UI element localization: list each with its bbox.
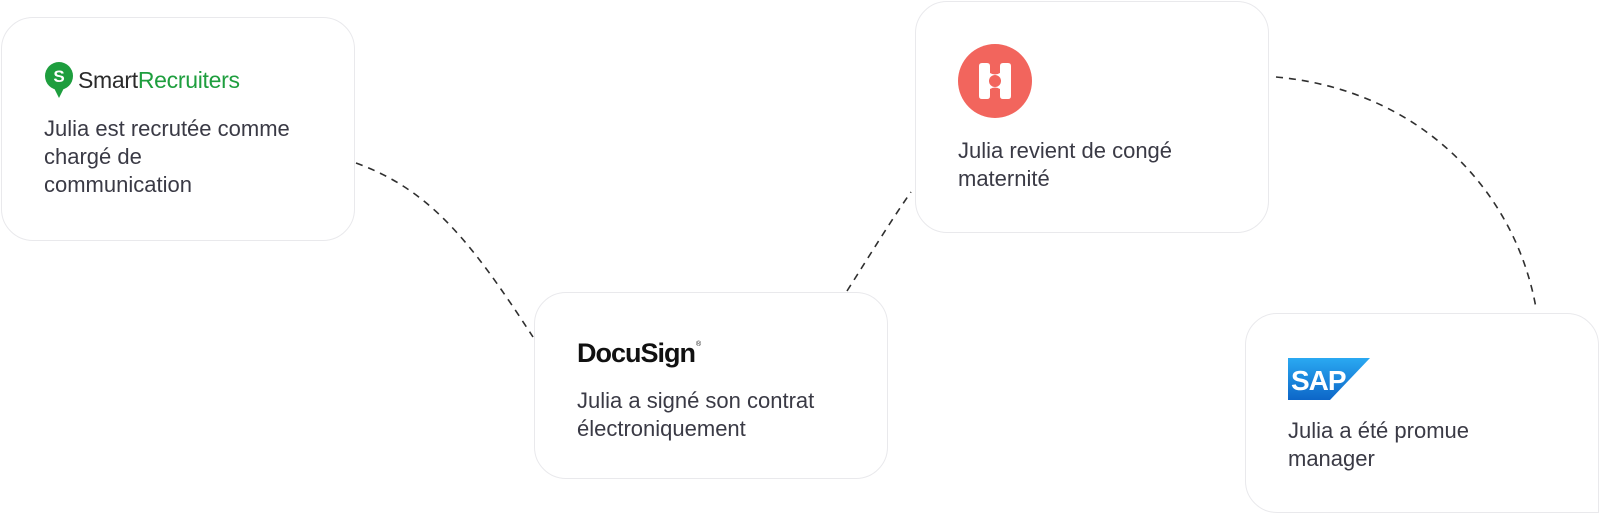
timeline-card-hibob: Julia revient de congé maternité: [915, 1, 1269, 233]
connector-3: [1275, 76, 1537, 309]
sap-logo-icon: SAP ®: [1288, 358, 1370, 400]
timeline-card-sap: SAP ® Julia a été promue manager: [1245, 313, 1599, 513]
hibob-logo-icon: [958, 44, 1032, 118]
event-description: Julia est recrutée comme chargé de commu…: [44, 116, 290, 197]
timeline-card-docusign: DocuSign ® Julia a signé son contrat éle…: [534, 292, 888, 479]
event-description: Julia revient de congé maternité: [958, 138, 1173, 191]
smartrecruiters-logo-text-primary: Smart: [78, 66, 138, 93]
smartrecruiters-logo: S SmartRecruiters: [44, 61, 312, 99]
connector-2: [846, 191, 912, 292]
docusign-logo: DocuSign ®: [577, 335, 845, 369]
sap-logo-text: SAP: [1291, 365, 1346, 396]
connector-1: [355, 162, 534, 338]
smartrecruiters-icon: S: [45, 61, 73, 98]
sap-registered-mark: ®: [1338, 393, 1343, 400]
svg-text:S: S: [53, 67, 64, 86]
event-description: Julia a été promue manager: [1288, 418, 1469, 471]
docusign-registered-mark: ®: [696, 341, 702, 348]
docusign-logo-text: DocuSign: [577, 338, 696, 368]
timeline-card-smartrecruiters: S SmartRecruiters Julia est recrutée com…: [1, 17, 355, 241]
event-description: Julia a signé son contrat électroniqueme…: [577, 388, 815, 441]
smartrecruiters-logo-text-secondary: Recruiters: [137, 66, 240, 93]
